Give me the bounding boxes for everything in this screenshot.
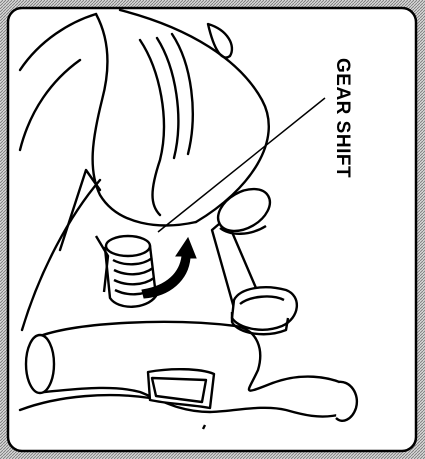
frame-tube-icon [26, 322, 357, 429]
callout-label: GEAR SHIFT [327, 58, 357, 208]
pedal-lever-icon [211, 180, 297, 334]
